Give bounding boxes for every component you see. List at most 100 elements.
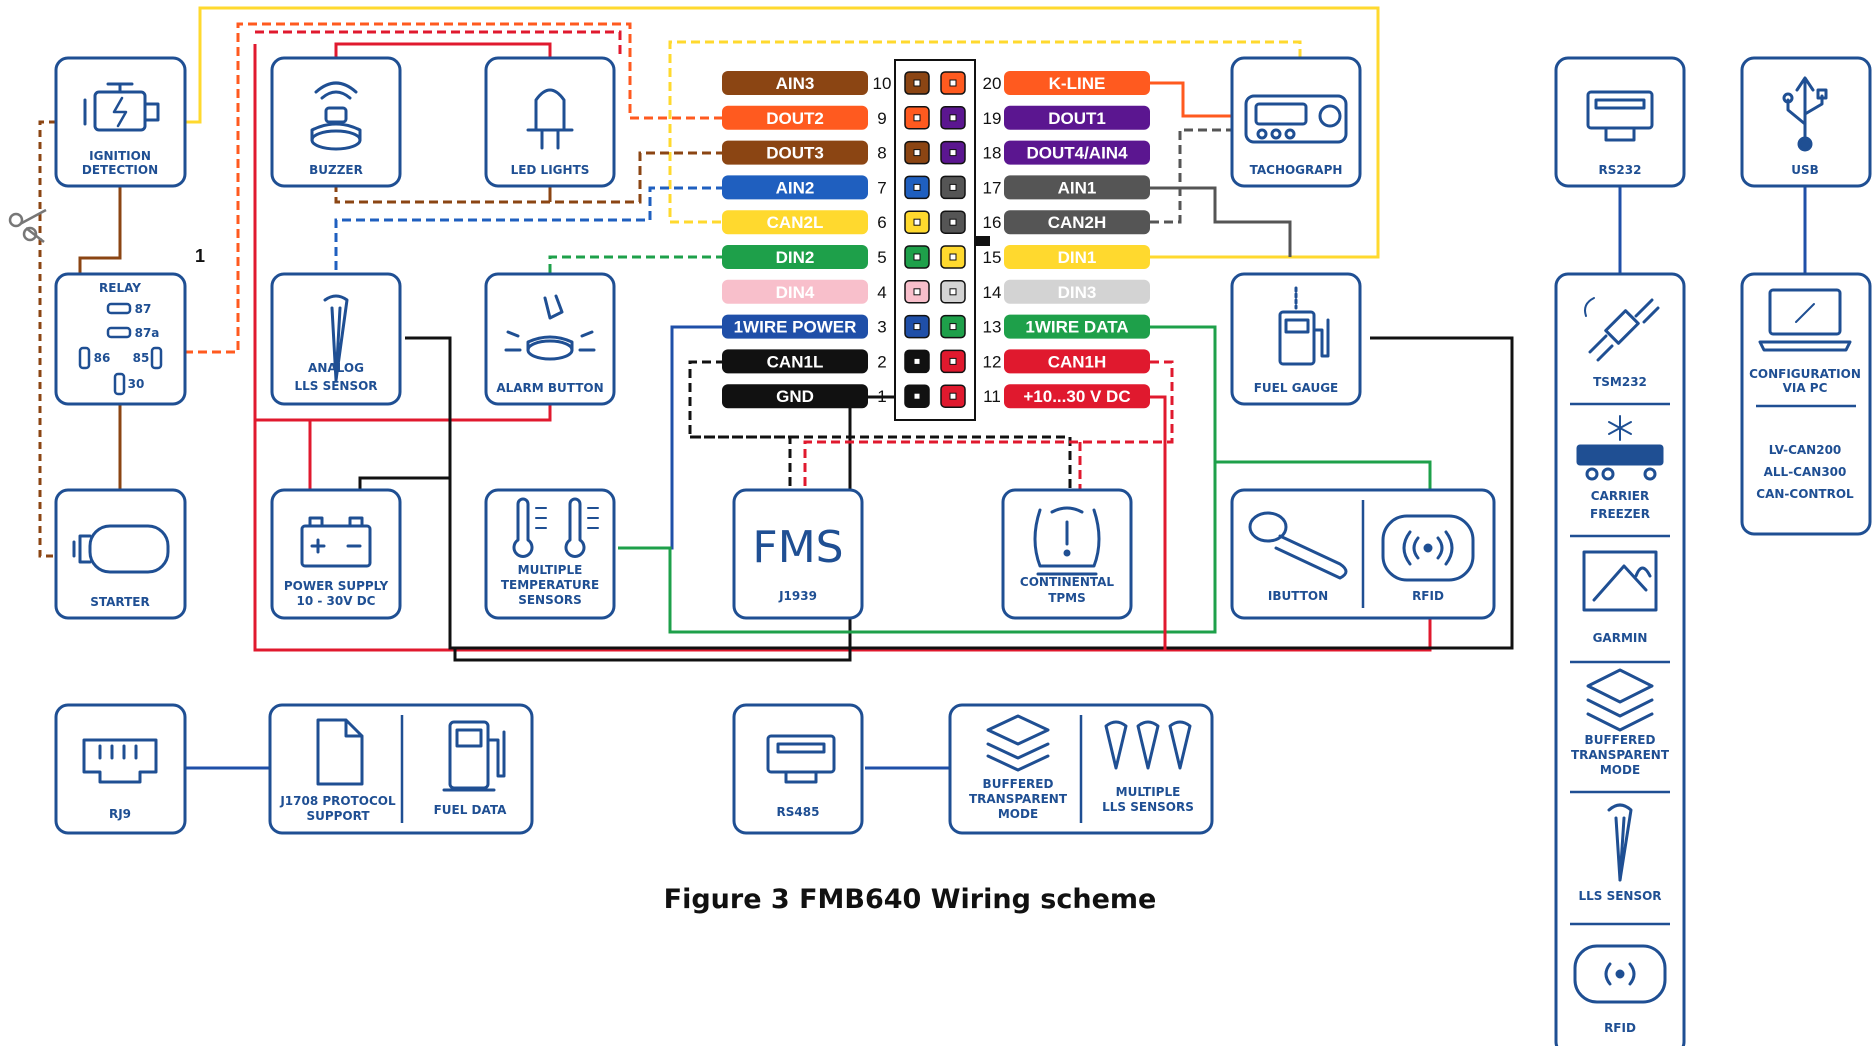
pin-contact-18 xyxy=(949,149,957,157)
pin-label-1: GND xyxy=(776,387,814,406)
icons xyxy=(72,76,1852,1004)
tachograph-box[interactable] xyxy=(1230,56,1362,188)
usb-devices-box[interactable] xyxy=(1740,272,1872,536)
box-dividers xyxy=(400,402,1856,926)
wire-gray-can2h xyxy=(1150,128,1232,224)
relay-number: 1 xyxy=(195,246,205,266)
wire-green-1wire-data xyxy=(618,325,1217,634)
buzzer-icon xyxy=(310,81,362,151)
pin-label-8: DOUT3 xyxy=(766,144,824,163)
pin-contact-16 xyxy=(949,218,957,226)
pin-contact-14 xyxy=(949,288,957,296)
fuel-data-pump-icon xyxy=(442,720,506,792)
wire-red-left-bus xyxy=(253,44,1432,652)
pin-bar-20 xyxy=(1004,71,1150,95)
pin-number-18: 18 xyxy=(983,144,1002,163)
relay-pin-87: 87 xyxy=(135,302,152,316)
pin-bar-19 xyxy=(1004,105,1150,130)
led-box[interactable] xyxy=(484,56,616,188)
rs485-label: RS485 xyxy=(777,805,820,819)
pin-label-11: +10...30 V DC xyxy=(1023,387,1130,406)
pin-number-19: 19 xyxy=(983,109,1002,128)
pin-label-3: 1WIRE POWER xyxy=(734,318,857,337)
wire-yellow-din1 xyxy=(185,6,1380,259)
pin-number-17: 17 xyxy=(983,178,1002,197)
pin-bar-4 xyxy=(722,279,868,304)
lls-sensor-icon-2 xyxy=(1607,803,1633,882)
alarm-button-icon xyxy=(504,294,596,361)
wire-brown-dashed-cut xyxy=(38,120,56,558)
pin-contact-9 xyxy=(913,114,921,122)
relay-pin-85: 85 xyxy=(133,351,150,365)
pin-bar-12 xyxy=(1004,349,1150,374)
starter-label: STARTER xyxy=(90,595,150,609)
fuel-gauge-box[interactable] xyxy=(1230,272,1362,406)
relay-pin-87a: 87a xyxy=(135,326,160,340)
starter-motor-icon xyxy=(72,524,170,574)
wire-green-din2 xyxy=(548,255,725,274)
pin-row-17[interactable]: AIN1 17 xyxy=(940,175,1150,200)
pin-number-1: 1 xyxy=(877,387,886,406)
pin-label-16: CAN2H xyxy=(1048,213,1107,232)
relay-contacts-icon xyxy=(78,302,163,396)
wire-black-can1l xyxy=(688,360,1072,490)
rj9-box[interactable] xyxy=(54,703,187,835)
pin-bar-17 xyxy=(1004,175,1150,200)
pin-number-4: 4 xyxy=(877,283,886,302)
pin-bar-7 xyxy=(722,175,868,200)
analog-lls-box[interactable] xyxy=(270,272,402,406)
rfid-icon-2 xyxy=(1573,944,1667,1004)
rs232-devices-box[interactable] xyxy=(1554,272,1686,1046)
rj9-connector-icon xyxy=(82,738,158,784)
lls-sensor-icon xyxy=(323,294,349,382)
power-box[interactable] xyxy=(270,488,402,620)
rs232-label: RS232 xyxy=(1599,163,1642,177)
figure-caption: Figure 3 FMB640 Wiring scheme xyxy=(664,884,1157,915)
tachograph-icon xyxy=(1244,94,1348,144)
pin-contact-19 xyxy=(949,114,957,122)
rj9-label: RJ9 xyxy=(109,807,131,821)
pin-label-17: AIN1 xyxy=(1058,178,1097,197)
starter-box[interactable] xyxy=(54,488,187,620)
pin-bar-9 xyxy=(722,105,868,130)
pin-contact-4 xyxy=(913,288,921,296)
pin-label-9: DOUT2 xyxy=(766,109,824,128)
pin-label-15: DIN1 xyxy=(1058,248,1097,267)
rs232-box[interactable] xyxy=(1554,56,1686,188)
fms-box[interactable] xyxy=(732,488,864,620)
pin-row-1[interactable]: GND 1 xyxy=(722,384,930,409)
buzzer-label: BUZZER xyxy=(309,163,363,177)
relay-box[interactable] xyxy=(54,272,187,406)
pin-row-19[interactable]: DOUT1 19 xyxy=(940,105,1150,130)
fuel-gauge-label: FUEL GAUGE xyxy=(1254,381,1339,395)
serial-port-icon xyxy=(766,734,836,784)
pin-label-19: DOUT1 xyxy=(1048,109,1106,128)
document-icon xyxy=(316,718,364,786)
pin-number-7: 7 xyxy=(877,178,886,197)
alarm-box[interactable] xyxy=(484,272,616,406)
